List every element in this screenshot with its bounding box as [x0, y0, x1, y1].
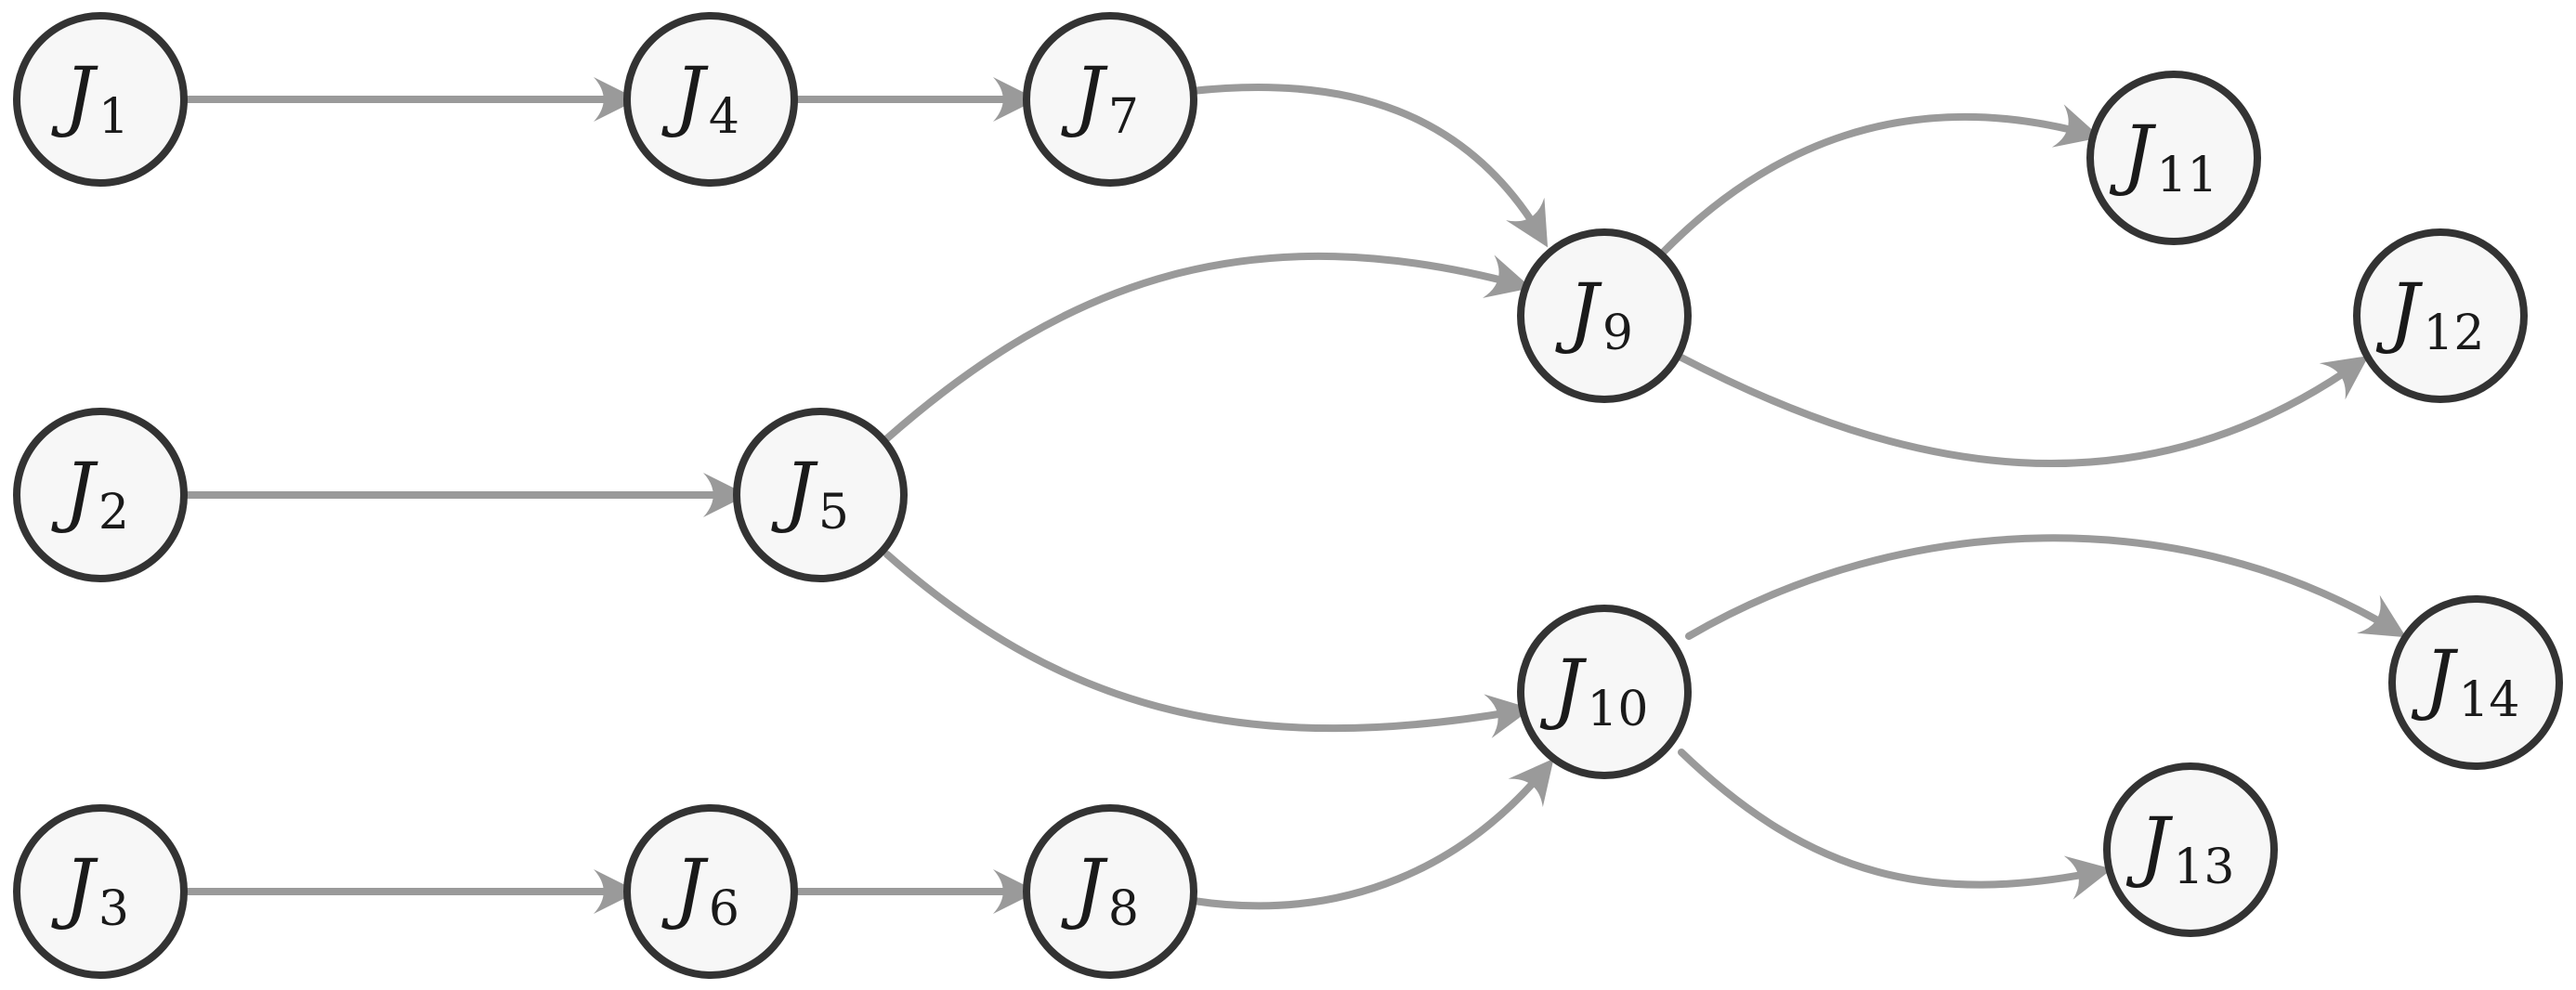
node-j11: J11	[2086, 71, 2261, 245]
node-j5: J5	[733, 408, 908, 582]
node-circle	[13, 408, 188, 582]
node-label-subscript: 5	[818, 485, 849, 541]
node-j4: J4	[623, 12, 798, 187]
node-label-subscript: 1	[98, 89, 129, 145]
node-j9: J9	[1517, 228, 1692, 403]
node-j13: J13	[2103, 762, 2278, 937]
node-circle	[623, 804, 798, 979]
edge-j10-to-j13	[1678, 749, 2112, 900]
node-j3: J3	[13, 804, 188, 979]
node-circle	[2353, 228, 2528, 403]
node-j1: J1	[13, 12, 188, 187]
node-circle	[1517, 605, 1692, 779]
node-label: J4	[661, 52, 739, 145]
node-circle	[13, 12, 188, 187]
node-j8: J8	[1023, 804, 1197, 979]
node-j10: J10	[1517, 605, 1692, 779]
node-circle	[1023, 804, 1197, 979]
node-circle	[2103, 762, 2278, 937]
node-j6: J6	[623, 804, 798, 979]
node-circle	[2388, 595, 2563, 770]
edge-j5-to-j9	[883, 252, 1532, 442]
edge-j9-to-j12	[1678, 354, 2369, 468]
node-label-subscript: 14	[2458, 672, 2519, 728]
edges	[180, 77, 2407, 914]
node-label-subscript: 6	[709, 881, 739, 937]
node-j12: J12	[2353, 228, 2528, 403]
edge-j10-to-j14	[1685, 534, 2407, 640]
node-circle	[733, 408, 908, 582]
edge-j7-to-j9	[1188, 83, 1549, 248]
node-label-subscript: 12	[2423, 306, 2484, 361]
node-label-subscript: 11	[2156, 148, 2217, 203]
node-label-subscript: 2	[98, 485, 129, 541]
node-circle	[1023, 12, 1197, 187]
node-label-subscript: 10	[1587, 682, 1648, 737]
node-j7: J7	[1023, 12, 1197, 187]
node-label-subscript: 3	[98, 881, 129, 937]
edge-j8-to-j10	[1190, 758, 1554, 910]
node-circle	[1517, 228, 1692, 403]
node-j14: J14	[2388, 595, 2563, 770]
node-label-subscript: 9	[1602, 306, 1633, 361]
node-label-subscript: 13	[2173, 840, 2234, 895]
edge-j9-to-j11	[1659, 104, 2101, 256]
edge-j5-to-j10	[883, 551, 1532, 738]
node-circle	[623, 12, 798, 187]
node-j2: J2	[13, 408, 188, 582]
node-label-subscript: 8	[1108, 881, 1139, 937]
node-label-subscript: 4	[709, 89, 739, 145]
node-circle	[2086, 71, 2261, 245]
node-label-subscript: 7	[1108, 89, 1139, 145]
node-circle	[13, 804, 188, 979]
